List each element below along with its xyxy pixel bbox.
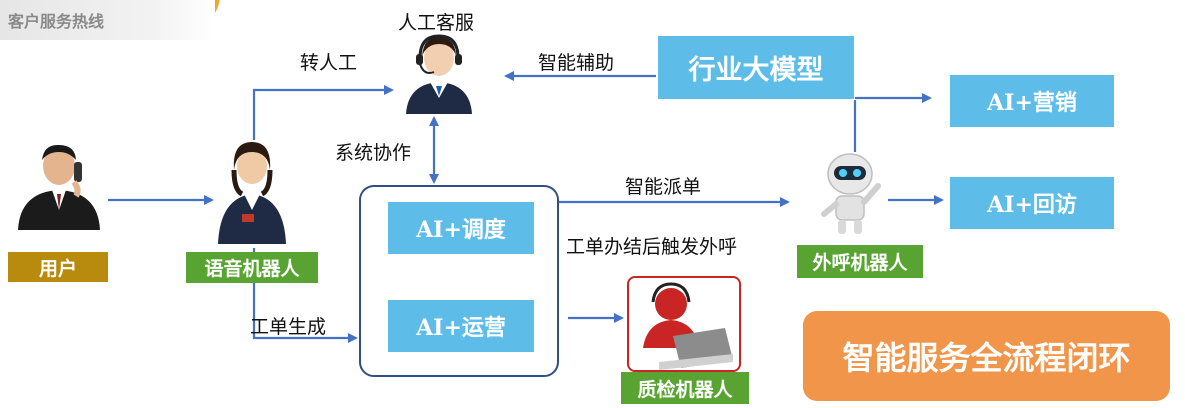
label-smart-dispatch: 智能派单 [625,176,702,198]
voice-robot-tag: 语音机器人 [186,252,318,283]
label-smart-assist: 智能辅助 [538,52,615,74]
human-agent-icon [406,34,472,114]
qa-robot-tag: 质检机器人 [621,372,749,404]
ai-dispatch-box: AI+调度 [388,202,534,254]
user-tag: 用户 [8,252,108,282]
voice-robot-icon [218,142,286,244]
edge-transfer-human [252,85,394,140]
outbound-robot-icon [821,153,881,234]
label-system-coop: 系统协作 [335,142,412,164]
user-icon [18,144,100,230]
industry-model-box: 行业大模型 [658,36,854,99]
logo-strip [0,0,215,40]
ai-marketing-box: AI+营销 [950,75,1114,127]
human-agent-label: 人工客服 [398,12,475,34]
ai-followup-box: AI+回访 [950,177,1114,229]
label-transfer-human: 转人工 [300,52,358,74]
center-container [359,185,559,377]
logo-text: 客户服务热线 [8,12,105,31]
qa-robot-icon [643,282,733,370]
qa-robot-frame [627,276,741,372]
logo: 客户服务热线 [0,0,235,70]
label-ticket-gen: 工单生成 [250,316,327,338]
closed-loop-banner: 智能服务全流程闭环 [803,311,1170,401]
outbound-robot-tag: 外呼机器人 [797,245,923,278]
ai-operation-box: AI+运营 [388,300,534,352]
label-after-ticket: 工单办结后触发外呼 [566,236,738,258]
